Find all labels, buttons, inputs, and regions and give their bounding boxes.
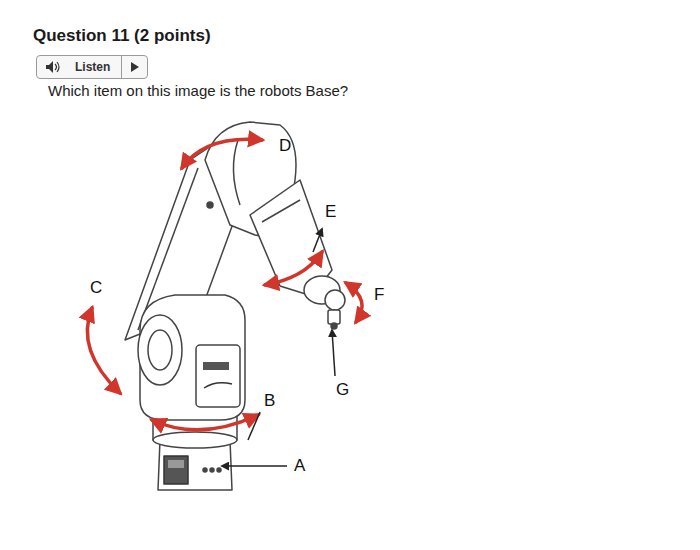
drawing-part xyxy=(203,362,229,370)
callout-letter: C xyxy=(88,278,104,298)
drawing-part xyxy=(168,460,184,468)
drawing-part xyxy=(217,468,221,472)
drawing-part xyxy=(87,308,120,393)
callout-letter: E xyxy=(323,202,338,222)
drawing-part xyxy=(152,415,258,430)
drawing-part xyxy=(164,456,188,484)
button-label: Listen xyxy=(75,56,110,78)
button-separator xyxy=(121,56,122,78)
robot-body xyxy=(125,122,345,490)
speaker-shape xyxy=(46,61,53,73)
drawing-part xyxy=(233,140,240,205)
callout-letter: A xyxy=(292,456,307,476)
drawing-part xyxy=(331,323,337,329)
drawing-part xyxy=(265,252,322,285)
drawing-part xyxy=(203,468,207,472)
callout-letter: F xyxy=(372,285,386,305)
question-text: Which item on this image is the robots B… xyxy=(48,82,348,99)
rotation-arrows xyxy=(87,139,362,430)
drawing-part xyxy=(182,139,262,168)
drawing-part xyxy=(346,283,362,322)
question-title: Question 11 (2 points) xyxy=(33,26,211,46)
play-icon xyxy=(130,61,140,73)
listen-button: Listen xyxy=(36,55,148,79)
callout-letter: B xyxy=(262,391,277,411)
drawing-part xyxy=(328,310,340,324)
speaker-wave xyxy=(55,62,59,72)
callout-letter: G xyxy=(334,380,351,400)
play-triangle xyxy=(131,62,139,72)
drawing-part xyxy=(210,468,214,472)
drawing-part xyxy=(196,345,240,407)
drawing-part xyxy=(153,432,237,448)
drawing-part xyxy=(332,330,335,376)
drawing-part xyxy=(248,412,260,440)
drawing-part xyxy=(222,465,287,467)
drawing-part xyxy=(313,229,322,252)
drawing-part xyxy=(204,383,232,388)
speaker-icon xyxy=(45,60,61,74)
drawing-part xyxy=(207,202,213,208)
drawing-part xyxy=(262,200,300,222)
drawing-part xyxy=(148,330,172,370)
callout-letter: D xyxy=(277,136,293,156)
drawing-part xyxy=(325,290,345,310)
pointer-arrows xyxy=(222,229,335,466)
drawing-part xyxy=(138,315,182,385)
